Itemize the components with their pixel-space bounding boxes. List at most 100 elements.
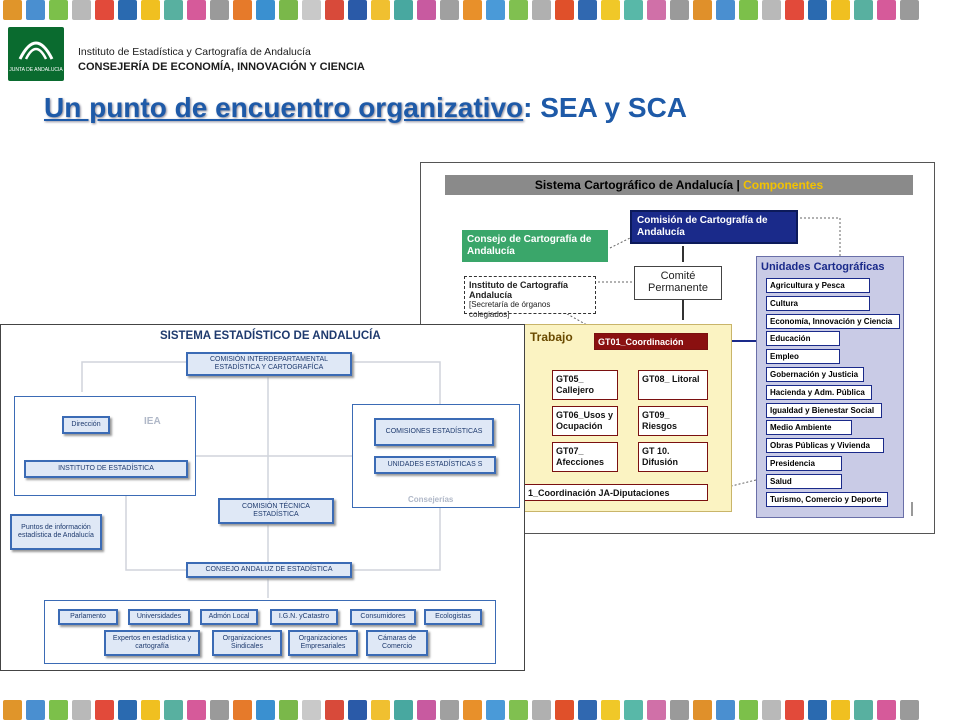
- sea-comisiones-box: COMISIONES ESTADÍSTICAS: [374, 418, 494, 446]
- unidad-item: Cultura: [766, 295, 870, 311]
- unidad-item: Igualdad y Bienestar Social: [766, 402, 882, 418]
- unidad-item: Medio Ambiente: [766, 420, 852, 436]
- stripe-segment: [509, 700, 528, 720]
- sea-unidades-box: UNIDADES ESTADÍSTICAS S: [374, 456, 496, 474]
- member-box: Cámaras de Comercio: [366, 630, 428, 656]
- stripe-segment: [693, 700, 712, 720]
- stripe-segment: [72, 0, 91, 20]
- member-box: Parlamento: [58, 609, 118, 625]
- stripe-segment: [555, 700, 574, 720]
- unidades-list: Agricultura y Pesca Cultura Economía, In…: [766, 278, 906, 509]
- unidad-item: Empleo: [766, 349, 840, 365]
- sca-comite-box: Comité Permanente: [634, 266, 722, 300]
- org-name: Instituto de Estadística y Cartografía d…: [78, 46, 311, 58]
- stripe-segment: [670, 700, 689, 720]
- stripe-segment: [739, 0, 758, 20]
- stripe-segment: [486, 700, 505, 720]
- stripe-segment: [831, 0, 850, 20]
- unidad-item: Gobernación y Justicia: [766, 366, 864, 382]
- gt10-box: GT 10. Difusión: [638, 442, 708, 472]
- member-box: Universidades: [128, 609, 190, 625]
- stripe-segment: [118, 700, 137, 720]
- unidad-item: Presidencia: [766, 455, 842, 471]
- consejo-members-frame: [44, 600, 496, 664]
- stripe-segment: [371, 700, 390, 720]
- stripe-segment: [325, 0, 344, 20]
- member-box: Expertos en estadística y cartografía: [104, 630, 200, 656]
- stripe-segment: [233, 0, 252, 20]
- stripe-segment: [716, 0, 735, 20]
- sca-heading: Sistema Cartográfico de Andalucía | Comp…: [445, 175, 913, 195]
- stripe-segment: [601, 0, 620, 20]
- member-box: I.G.N. yCatastro: [270, 609, 338, 625]
- iea-label: IEA: [144, 416, 161, 427]
- stripe-segment: [578, 700, 597, 720]
- stripe-segment: [141, 700, 160, 720]
- stripe-segment: [440, 0, 459, 20]
- sea-title: SISTEMA ESTADÍSTICO DE ANDALUCÍA: [160, 330, 381, 342]
- sca-instituto-note: [Secretaría de órganos colegiados]: [469, 300, 551, 319]
- stripe-segment: [900, 700, 919, 720]
- sca-consejo-box: Consejo de Cartografía de Andalucía: [462, 230, 608, 262]
- logo-arch-icon: [18, 41, 54, 60]
- stripe-segment: [26, 700, 45, 720]
- sca-instituto-box: Instituto de Cartografía Andalucía[Secre…: [464, 276, 596, 319]
- bottom-color-stripe: [0, 700, 960, 720]
- stripe-segment: [463, 0, 482, 20]
- sca-heading-text: Sistema Cartográfico de Andalucía |: [534, 178, 744, 192]
- stripe-segment: [118, 0, 137, 20]
- stripe-segment: [647, 0, 666, 20]
- stripe-segment: [233, 700, 252, 720]
- stripe-segment: [394, 700, 413, 720]
- member-box: Admón Local: [200, 609, 258, 625]
- sea-comision-inter-box: COMISIÓN INTERDEPARTAMENTAL ESTADÍSTICA …: [186, 352, 352, 376]
- member-box: Consumidores: [350, 609, 416, 625]
- stripe-segment: [371, 0, 390, 20]
- gt08-box: GT08_ Litoral: [638, 370, 708, 400]
- stripe-segment: [578, 0, 597, 20]
- gt06-box: GT06_Usos y Ocupación: [552, 406, 618, 436]
- stripe-segment: [624, 0, 643, 20]
- sca-heading-accent: Componentes: [743, 178, 824, 192]
- stripe-segment: [187, 700, 206, 720]
- stripe-segment: [164, 0, 183, 20]
- title-rest: : SEA y SCA: [523, 92, 688, 123]
- stripe-segment: [49, 0, 68, 20]
- page-title: Un punto de encuentro organizativo: SEA …: [44, 92, 687, 124]
- stripe-segment: [877, 0, 896, 20]
- stripe-segment: [187, 0, 206, 20]
- stripe-segment: [256, 700, 275, 720]
- unidad-item: Obras Públicas y Vivienda: [766, 438, 884, 454]
- stripe-segment: [831, 700, 850, 720]
- gt01-box: GT01_Coordinación: [594, 333, 708, 350]
- gt09-box: GT09_ Riesgos: [638, 406, 708, 436]
- stripe-segment: [601, 700, 620, 720]
- stripe-segment: [877, 700, 896, 720]
- stripe-segment: [394, 0, 413, 20]
- stripe-segment: [302, 0, 321, 20]
- stripe-segment: [302, 700, 321, 720]
- stripe-segment: [808, 0, 827, 20]
- stripe-segment: [555, 0, 574, 20]
- unidad-item: Hacienda y Adm. Pública: [766, 384, 872, 400]
- stripe-segment: [647, 700, 666, 720]
- gt07-box: GT07_ Afecciones: [552, 442, 618, 472]
- stripe-segment: [716, 700, 735, 720]
- stripe-segment: [49, 700, 68, 720]
- stripe-segment: [739, 700, 758, 720]
- member-box: Organizaciones Empresariales: [288, 630, 358, 656]
- stripe-segment: [693, 0, 712, 20]
- member-box: Ecologistas: [424, 609, 482, 625]
- consejeria-name: CONSEJERÍA DE ECONOMÍA, INNOVACIÓN Y CIE…: [78, 61, 365, 73]
- stripe-segment: [95, 700, 114, 720]
- stripe-segment: [509, 0, 528, 20]
- stripe-segment: [532, 700, 551, 720]
- stripe-segment: [808, 700, 827, 720]
- sea-consejo-box: CONSEJO ANDALUZ DE ESTADÍSTICA: [186, 562, 352, 578]
- stripe-segment: [854, 0, 873, 20]
- stripe-segment: [210, 0, 229, 20]
- stripe-segment: [900, 0, 919, 20]
- stripe-segment: [624, 700, 643, 720]
- sca-trabajo-label: Trabajo: [530, 330, 573, 344]
- stripe-segment: [486, 0, 505, 20]
